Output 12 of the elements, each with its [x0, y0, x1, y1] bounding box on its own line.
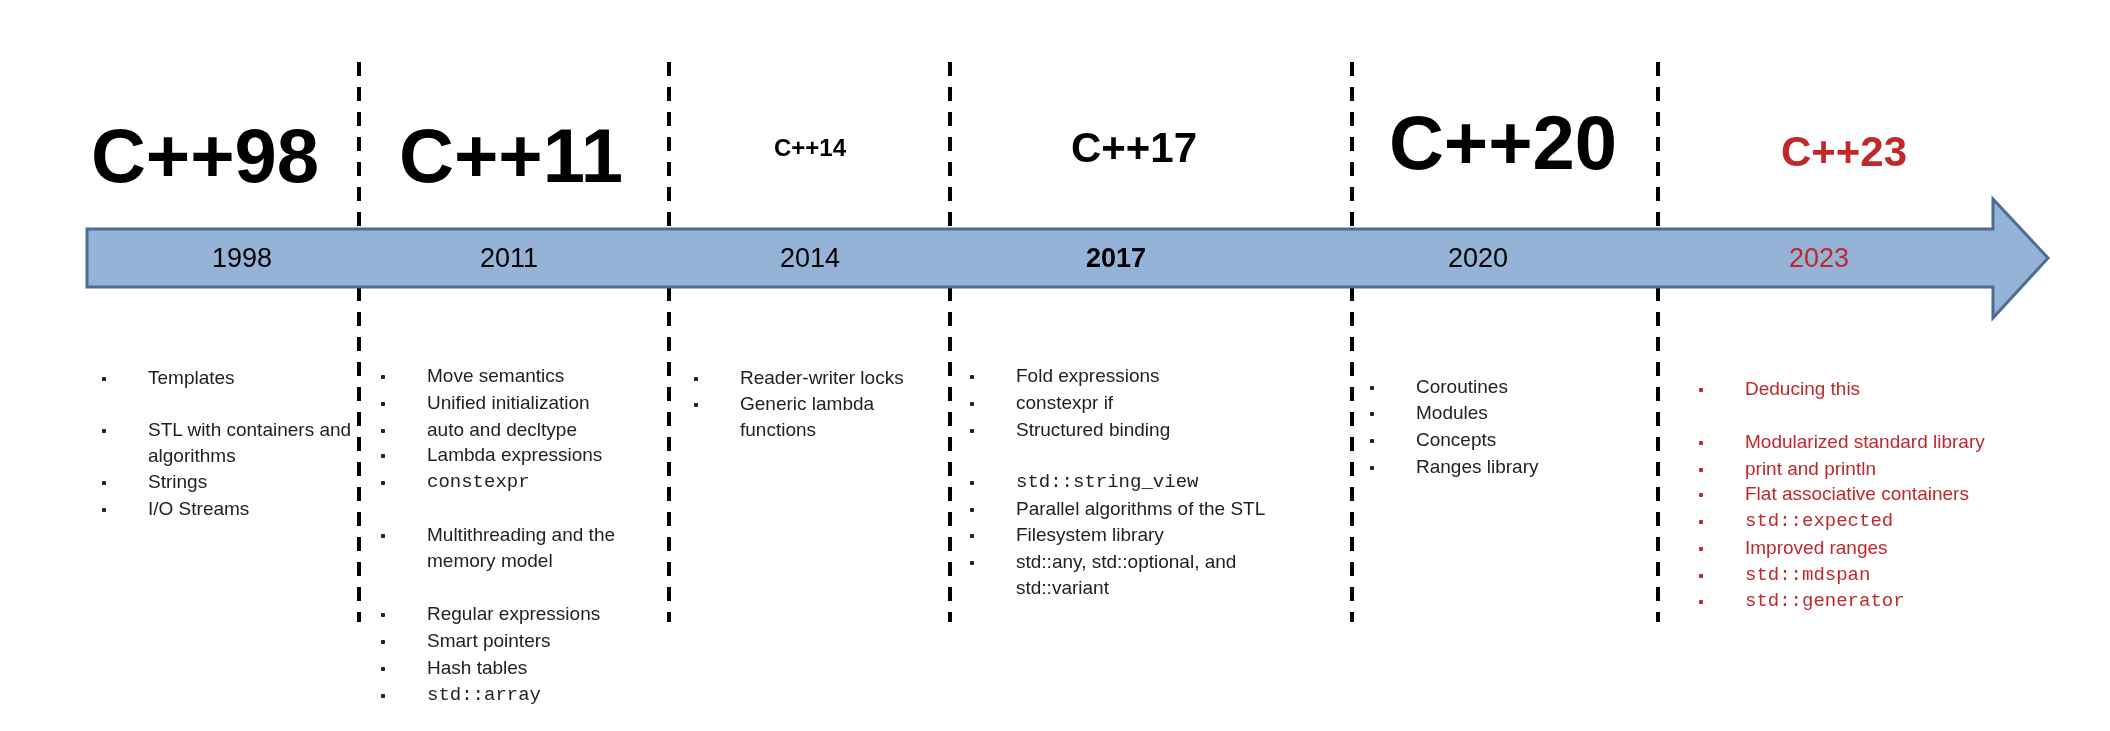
version-heading: C++11: [399, 111, 623, 199]
year-label: 1998: [211, 242, 273, 274]
version-heading: C++98: [90, 111, 320, 199]
version-heading: C++14: [773, 134, 847, 162]
version-heading: C++17: [1070, 124, 1198, 172]
year-label: 2017: [1085, 242, 1147, 274]
version-heading: C++23: [1780, 128, 1908, 176]
year-label: 2014: [779, 242, 841, 274]
year-label: 2023: [1788, 242, 1850, 274]
year-label: 2011: [479, 242, 539, 274]
version-heading: C++20: [1388, 98, 1618, 186]
year-label: 2020: [1447, 242, 1509, 274]
